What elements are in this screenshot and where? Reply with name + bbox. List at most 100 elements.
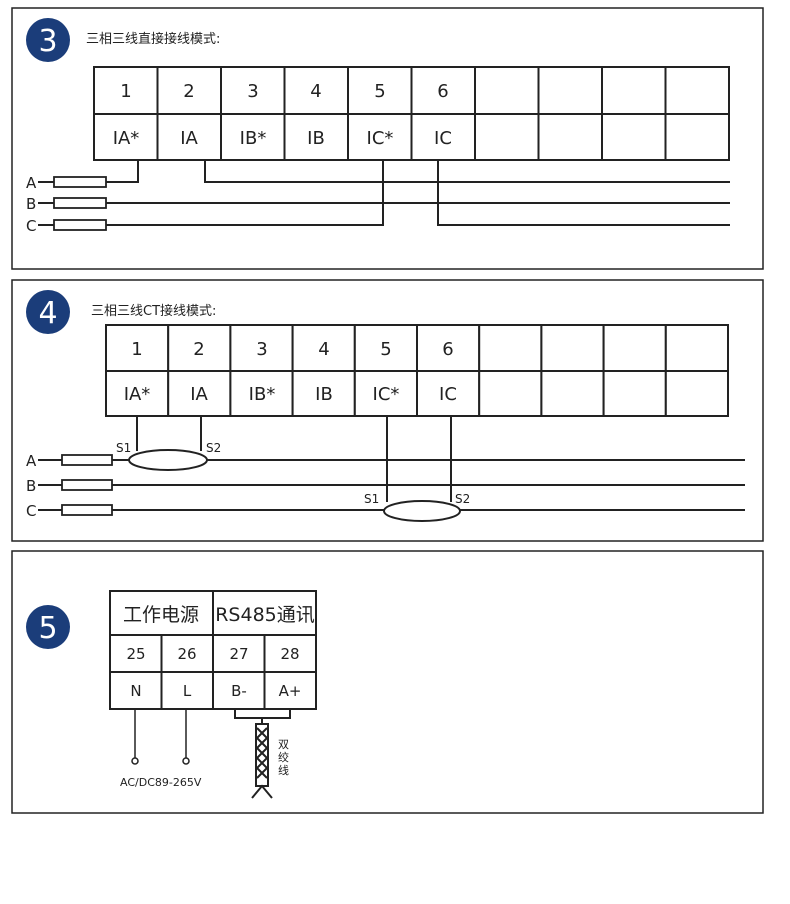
section-3-caption: 三相三线直接接线模式: [86, 31, 220, 47]
terminal-signal: IB* [249, 384, 276, 405]
section-5-power-and-comm: 5 工作电源 RS485通讯 25 26 27 28 N L B- A+ [11, 550, 764, 814]
fuse-b [61, 479, 113, 491]
signal-cell-empty [474, 113, 540, 161]
terminal-cell [109, 634, 163, 673]
twisted-pair-label: 绞 [278, 750, 289, 764]
terminal-cell [105, 324, 170, 372]
phase-label-b: B [26, 477, 36, 495]
terminal-number: 3 [247, 81, 258, 102]
phase-label-c: C [26, 502, 36, 520]
signal-cell-empty [537, 113, 603, 161]
terminal-signal: N [130, 682, 141, 700]
current-transformer-a [128, 449, 208, 471]
terminal-number: 6 [437, 81, 448, 102]
terminal-number: 5 [374, 81, 385, 102]
signal-cell-empty [540, 370, 605, 417]
fuse-a [53, 176, 107, 188]
ct-c-s1-label: S1 [364, 492, 379, 506]
terminal-cell-empty [664, 324, 729, 372]
terminal-cell-empty [478, 324, 543, 372]
terminal-cell [291, 324, 356, 372]
terminal-number: 6 [442, 339, 453, 360]
terminal-signal: IA [180, 128, 198, 149]
fuse-c [53, 219, 107, 231]
terminal-signal: IA [190, 384, 208, 405]
terminal-number: 1 [120, 81, 131, 102]
section-4-number: 4 [38, 296, 57, 331]
terminal-signal: IB* [240, 128, 267, 149]
power-header: 工作电源 [123, 604, 199, 626]
terminal-cell [167, 324, 232, 372]
fuse-c [61, 504, 113, 516]
section-3-direct-wiring: 3 三相三线直接接线模式: 1 2 3 [11, 7, 764, 270]
signal-cell-empty [478, 370, 543, 417]
section-4-caption: 三相三线CT接线模式: [91, 303, 216, 319]
signal-cell-empty [664, 113, 730, 161]
signal-cell [283, 113, 349, 161]
signal-cell-empty [664, 370, 729, 417]
terminal-signal: IC [439, 384, 457, 405]
signal-cell [109, 671, 163, 710]
fuse-a [61, 454, 113, 466]
terminal-number: 28 [280, 645, 299, 663]
terminal-number: 5 [380, 339, 391, 360]
phase-label-a: A [26, 174, 37, 192]
terminal-signal: IC* [367, 128, 394, 149]
signal-cell [291, 370, 356, 417]
signal-cell [410, 113, 476, 161]
terminal-number: 2 [183, 81, 194, 102]
section-3-wires [38, 160, 730, 226]
terminal-cell [263, 634, 317, 673]
terminal-signal: IC [434, 128, 452, 149]
signal-cell-empty [601, 113, 667, 161]
terminal-number: 2 [193, 339, 204, 360]
terminal-signal: IC* [373, 384, 400, 405]
section-5-number: 5 [38, 611, 57, 646]
section-3-terminal-table: 1 2 3 4 5 6 IA* IA IB* IB IC* IC [93, 66, 730, 161]
terminal-cell-empty [601, 66, 667, 115]
terminal-number: 27 [229, 645, 248, 663]
twisted-pair-label: 双 [278, 738, 289, 751]
phase-label-a: A [26, 452, 37, 470]
section-5-terminal-table: 工作电源 RS485通讯 25 26 27 28 N L B- A+ [109, 590, 317, 710]
phase-label-b: B [26, 195, 36, 213]
terminal-cell-empty [474, 66, 540, 115]
terminal-cell-empty [537, 66, 603, 115]
terminal-signal: B- [231, 682, 247, 700]
ct-c-s2-label: S2 [455, 492, 470, 506]
phase-label-c: C [26, 217, 36, 235]
section-4-terminal-table: 1 2 3 4 5 6 IA* IA IB* IB IC* IC [105, 324, 729, 417]
terminal-cell-empty [540, 324, 605, 372]
terminal-signal: IB [315, 384, 333, 405]
signal-cell [220, 113, 286, 161]
signal-cell [212, 671, 266, 710]
signal-cell [353, 370, 418, 417]
signal-cell [347, 113, 413, 161]
signal-cell [167, 370, 232, 417]
terminal-number: 26 [177, 645, 196, 663]
power-supply-leads [131, 709, 190, 765]
current-transformer-c [383, 500, 461, 522]
terminal-number: 25 [126, 645, 145, 663]
section-5-badge [26, 605, 70, 649]
twisted-pair-label: 线 [278, 763, 289, 777]
section-4-ct-wiring: 4 三相三线CT接线模式: 1 2 3 4 [11, 279, 764, 542]
terminal-cell [410, 66, 476, 115]
section-3-badge [26, 18, 70, 62]
terminal-signal: IA* [113, 128, 140, 149]
ct-a-s1-label: S1 [116, 441, 131, 455]
terminal-number: 1 [131, 339, 142, 360]
signal-cell [93, 113, 159, 161]
fuse-b [53, 197, 107, 209]
signal-cell [229, 370, 294, 417]
signal-cell [156, 113, 222, 161]
terminal-cell [347, 66, 413, 115]
terminal-signal: IB [307, 128, 325, 149]
signal-cell-empty [602, 370, 667, 417]
terminal-signal: IA* [124, 384, 151, 405]
terminal-number: 3 [256, 339, 267, 360]
terminal-signal: L [183, 682, 192, 700]
terminal-cell-empty [664, 66, 730, 115]
section-3-number: 3 [38, 24, 57, 59]
